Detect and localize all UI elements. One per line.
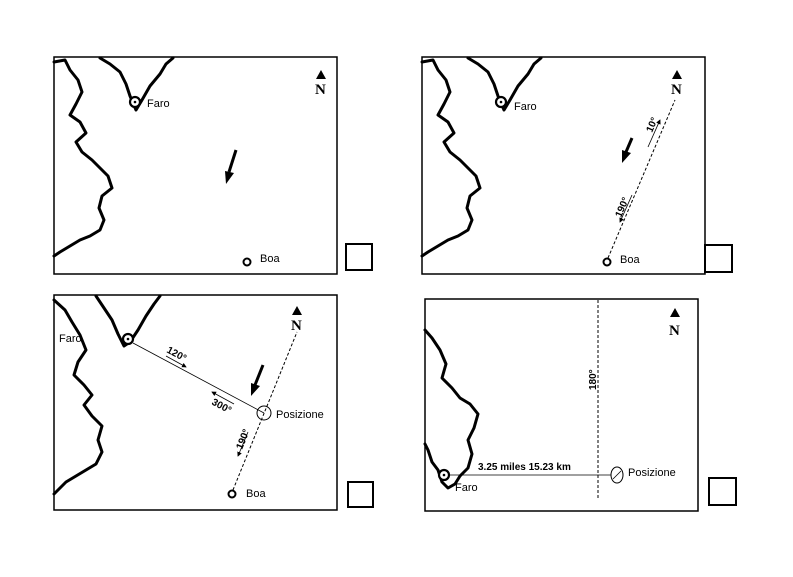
lighthouse-icon (130, 97, 140, 107)
posizione-label: Posizione (276, 409, 324, 421)
panel-frame (425, 299, 698, 511)
north-label: N (315, 82, 326, 98)
north-label: N (669, 323, 680, 339)
north-arrow-icon (672, 70, 682, 79)
faro-bearing-line (133, 343, 264, 413)
posizione-label: Posizione (628, 467, 676, 479)
lighthouse-icon (123, 334, 133, 344)
boa-label: Boa (246, 488, 266, 500)
coastline (425, 330, 478, 488)
bearing-forward-label: 10° (645, 116, 661, 134)
step-checkbox[interactable] (348, 482, 373, 507)
north-label: N (291, 318, 302, 334)
bearing-line (608, 100, 675, 258)
distance-label: 3.25 miles 15.23 km (478, 462, 571, 473)
boa-label: Boa (620, 254, 640, 266)
buoy-icon (604, 259, 611, 266)
boa-label: Boa (260, 253, 280, 265)
current-arrow-icon (622, 138, 632, 163)
step-checkbox[interactable] (709, 478, 736, 505)
north-arrow-icon (316, 70, 326, 79)
panel-1: Faro N Boa (54, 57, 372, 274)
faro-label: Faro (59, 333, 82, 345)
panel-3: Faro N 120° 300° 190° Posizione Boa (54, 295, 373, 510)
panel-4: Faro N 180° 3.25 miles 15.23 km Posizion… (425, 299, 736, 511)
current-arrow-icon (251, 365, 263, 396)
bearing-label: 180° (588, 369, 599, 390)
panel-2: Faro N 10° 190° Boa (422, 57, 732, 274)
current-arrow-icon (225, 150, 236, 184)
faro-label: Faro (455, 482, 478, 494)
buoy-icon (244, 259, 251, 266)
coastline (422, 60, 480, 256)
lighthouse-icon (496, 97, 506, 107)
step-checkbox[interactable] (705, 245, 732, 272)
north-label: N (671, 82, 682, 98)
bearing-back-label: 190° (614, 196, 632, 219)
buoy-icon (229, 491, 236, 498)
faro-label: Faro (514, 101, 537, 113)
coastline (54, 300, 102, 494)
lighthouse-icon (439, 470, 449, 480)
step-checkbox[interactable] (346, 244, 372, 270)
faro-label: Faro (147, 98, 170, 110)
position-marker-icon (611, 467, 623, 483)
faro-bearing-back-label: 300° (210, 397, 233, 416)
north-arrow-icon (292, 306, 302, 315)
coastline (54, 60, 112, 256)
north-arrow-icon (670, 308, 680, 317)
